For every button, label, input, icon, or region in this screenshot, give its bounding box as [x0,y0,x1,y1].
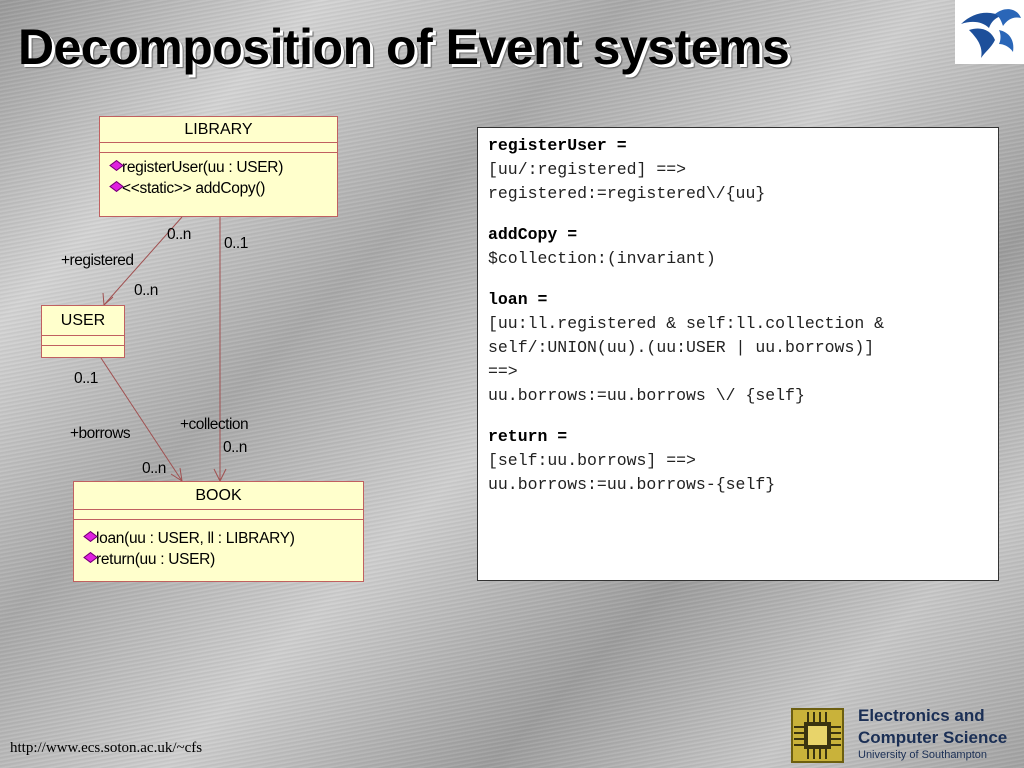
role-collection: +collection [180,416,249,433]
spec-line: [self:uu.borrows] ==> [488,451,696,470]
operation-label: registerUser(uu : USER) [122,159,284,176]
organization-line-2: Computer Science [858,728,1008,747]
role-registered: +registered [61,252,134,269]
spec-line: $collection:(invariant) [488,249,716,268]
operation-add-copy: <<static>> addCopy() [109,178,337,199]
class-user-operations [42,346,124,356]
spec-line: uu.borrows:=uu.borrows \/ {self} [488,386,805,405]
operation-return: return(uu : USER) [83,549,363,570]
arrowhead-book-borrows [170,467,183,483]
spec-return: return = [self:uu.borrows] ==> uu.borrow… [488,425,988,497]
spec-heading: registerUser = [488,136,627,155]
multiplicity-user-book-book-end: 0..n [142,460,166,477]
organization-line-3: University of Southampton [858,749,988,761]
spec-line: ==> [488,362,518,381]
class-library-operations: registerUser(uu : USER) <<static>> addCo… [100,153,337,199]
multiplicity-library-book-book-end: 0..n [223,439,247,456]
arrowhead-user [102,292,114,307]
operation-register-user: registerUser(uu : USER) [109,157,337,178]
organization-line-1: Electronics and [858,706,985,725]
role-borrows: +borrows [70,425,131,442]
multiplicity-user-book-user-end: 0..1 [74,370,98,387]
spec-line: [uu/:registered] ==> [488,160,687,179]
class-user-name: USER [42,306,124,336]
class-library[interactable]: LIBRARY registerUser(uu : USER) <<static… [99,116,338,217]
class-user[interactable]: USER [41,305,125,358]
university-dolphin-logo [955,0,1024,64]
multiplicity-library-user-user-end: 0..n [134,282,158,299]
multiplicity-library-book-library-end: 0..1 [224,235,248,252]
class-library-attributes [100,143,337,153]
class-library-name: LIBRARY [100,117,337,143]
spec-register-user: registerUser = [uu/:registered] ==> regi… [488,134,988,206]
arrowhead-book-collection [213,468,227,483]
multiplicity-library-user-library-end: 0..n [167,226,191,243]
footer-url-link[interactable]: http://www.ecs.soton.ac.uk/~cfs [10,740,203,756]
spec-heading: addCopy = [488,225,578,244]
class-book-attributes [74,510,363,520]
class-book-operations: loan(uu : USER, ll : LIBRARY) return(uu … [74,520,363,570]
operation-label: return(uu : USER) [96,551,215,568]
ecs-chip-logo [791,708,844,763]
spec-add-copy: addCopy = $collection:(invariant) [488,223,988,271]
class-user-attributes [42,336,124,346]
specification-panel: registerUser = [uu/:registered] ==> regi… [477,127,999,581]
spec-heading: return = [488,427,568,446]
slide-title: Decomposition of Event systems [18,19,790,75]
operation-loan: loan(uu : USER, ll : LIBRARY) [83,528,363,549]
spec-heading: loan = [488,290,548,309]
organization-name: Electronics and Computer Science Univers… [858,705,1007,762]
operation-label: <<static>> addCopy() [122,180,266,197]
spec-line: registered:=registered\/{uu} [488,184,766,203]
spec-line: self/:UNION(uu).(uu:USER | uu.borrows)] [488,338,875,357]
class-book-name: BOOK [74,482,363,510]
spec-line: uu.borrows:=uu.borrows-{self} [488,475,776,494]
operation-label: loan(uu : USER, ll : LIBRARY) [96,530,295,547]
class-book[interactable]: BOOK loan(uu : USER, ll : LIBRARY) retur… [73,481,364,582]
spec-line: [uu:ll.registered & self:ll.collection & [488,314,885,333]
spec-loan: loan = [uu:ll.registered & self:ll.colle… [488,288,988,408]
